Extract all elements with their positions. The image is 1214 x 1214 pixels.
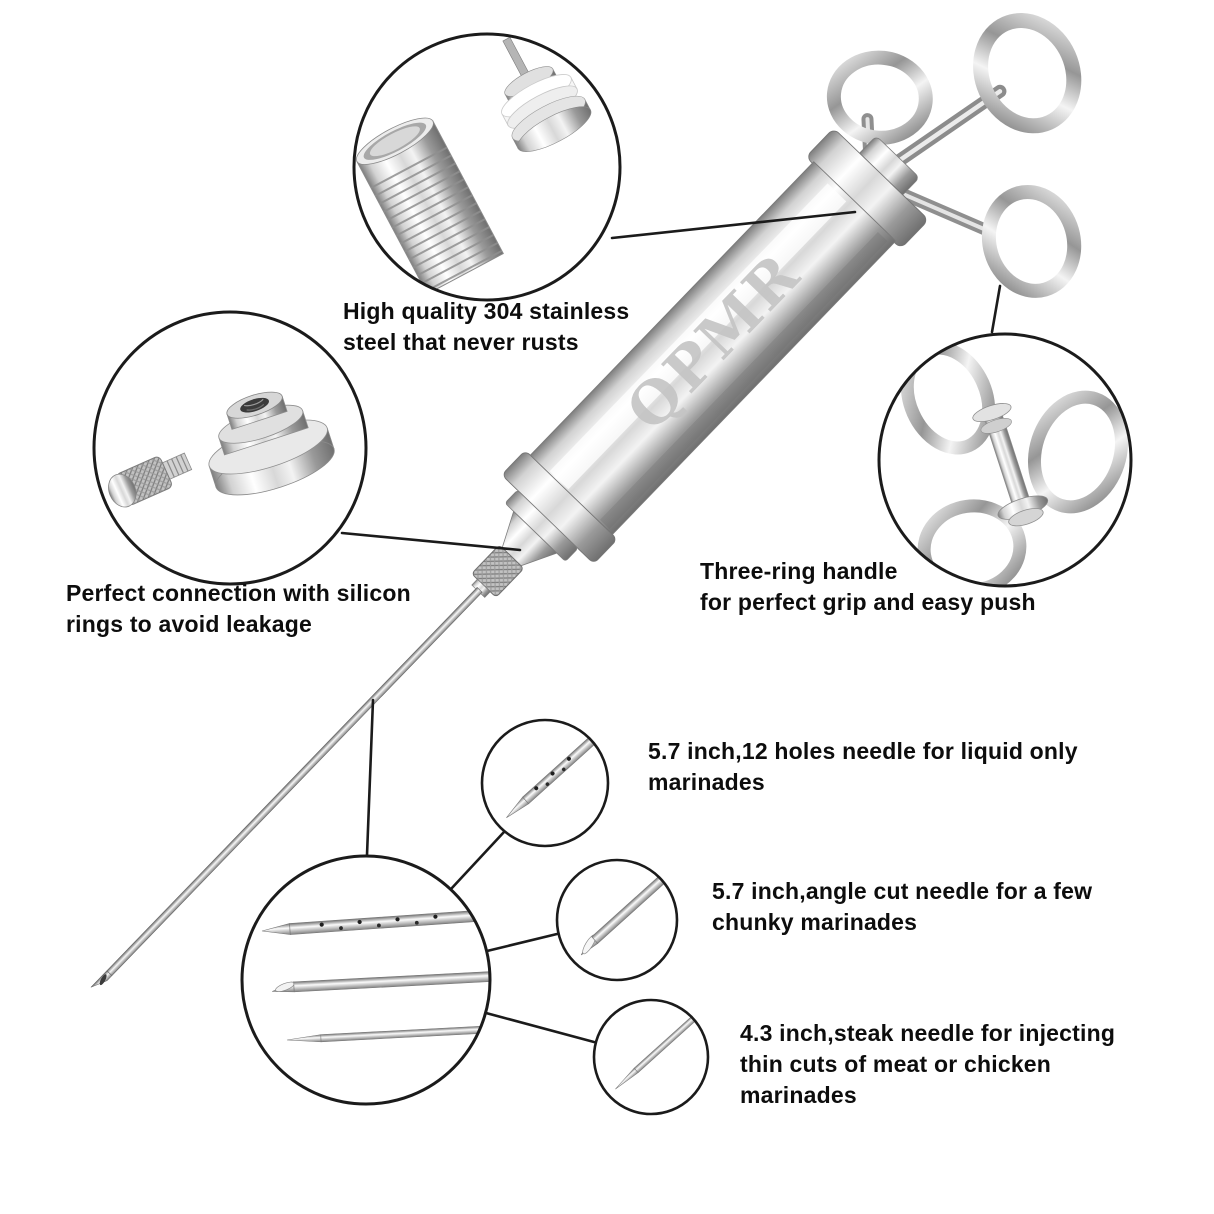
annotation-silicon-connection: Perfect connection with silicon rings to…: [66, 578, 411, 640]
annotation-three-ring-handle: Three-ring handle for perfect grip and e…: [700, 556, 1036, 618]
callout-line-needles: [365, 698, 375, 857]
three-ring-handle-detail: [900, 341, 1129, 586]
annotation-needle-12-holes: 5.7 inch,12 holes needle for liquid only…: [648, 736, 1078, 798]
callout-circle-needle12: [480, 718, 610, 848]
annotation-line: marinades: [740, 1082, 857, 1108]
callout-line-handle: [990, 284, 1002, 334]
finger-ring-right: [981, 184, 1082, 298]
annotation-needle-steak: 4.3 inch,steak needle for injecting thin…: [740, 1018, 1115, 1111]
callout-line-needle-12holes: [449, 830, 506, 891]
callout-circle-steak: [592, 998, 710, 1116]
barrel-highlight: [549, 183, 847, 490]
annotation-line: thin cuts of meat or chicken: [740, 1051, 1052, 1077]
needle-steak-figure: [286, 1025, 490, 1043]
annotation-line: Three-ring handle: [700, 558, 898, 584]
callout-circle-needles: [240, 854, 492, 1106]
needle-angle-cut-figure: [272, 971, 490, 993]
annotation-line: High quality 304 stainless: [343, 298, 630, 324]
plunger-seal-detail: [356, 36, 592, 295]
annotation-line: marinades: [648, 769, 765, 795]
annotation-line: rings to avoid leakage: [66, 611, 312, 637]
annotation-stainless-steel: High quality 304 stainless steel that ne…: [343, 296, 629, 358]
annotation-line: 4.3 inch,steak needle for injecting: [740, 1020, 1116, 1046]
silicon-connection-detail: [108, 391, 335, 508]
callout-circle-connection: [92, 310, 368, 586]
needle-12-holes-figure: [261, 909, 490, 935]
plunger-rod-highlight: [881, 89, 1003, 174]
needle-12-holes-closeup: [506, 726, 608, 819]
needle-angle-cut-closeup: [580, 866, 677, 956]
callout-line-connection: [340, 531, 522, 552]
needles-set-detail: [261, 909, 490, 1043]
annotation-line: Perfect connection with silicon: [66, 580, 411, 606]
annotation-line: 5.7 inch,12 holes needle for liquid only: [648, 738, 1078, 764]
callout-line-needle-anglecut: [485, 932, 559, 953]
callout-line-needle-steak: [484, 1011, 596, 1044]
finger-ring-left: [826, 50, 933, 145]
callout-lines: [340, 210, 1002, 1044]
annotation-line: 5.7 inch,angle cut needle for a few: [712, 878, 1093, 904]
annotation-line: steel that never rusts: [343, 329, 579, 355]
annotation-line: for perfect grip and easy push: [700, 589, 1036, 615]
barrel-shadow-edge: [600, 232, 888, 529]
callout-circle-stainless: [352, 32, 622, 302]
annotation-line: chunky marinades: [712, 909, 918, 935]
callout-line-stainless: [610, 210, 857, 240]
thumb-ring: [973, 13, 1082, 134]
needle-tip-opening: [99, 974, 107, 986]
callout-circle-handle: [877, 332, 1133, 588]
callout-circle-anglecut: [555, 858, 679, 982]
annotation-needle-angle-cut: 5.7 inch,angle cut needle for a few chun…: [712, 876, 1092, 938]
